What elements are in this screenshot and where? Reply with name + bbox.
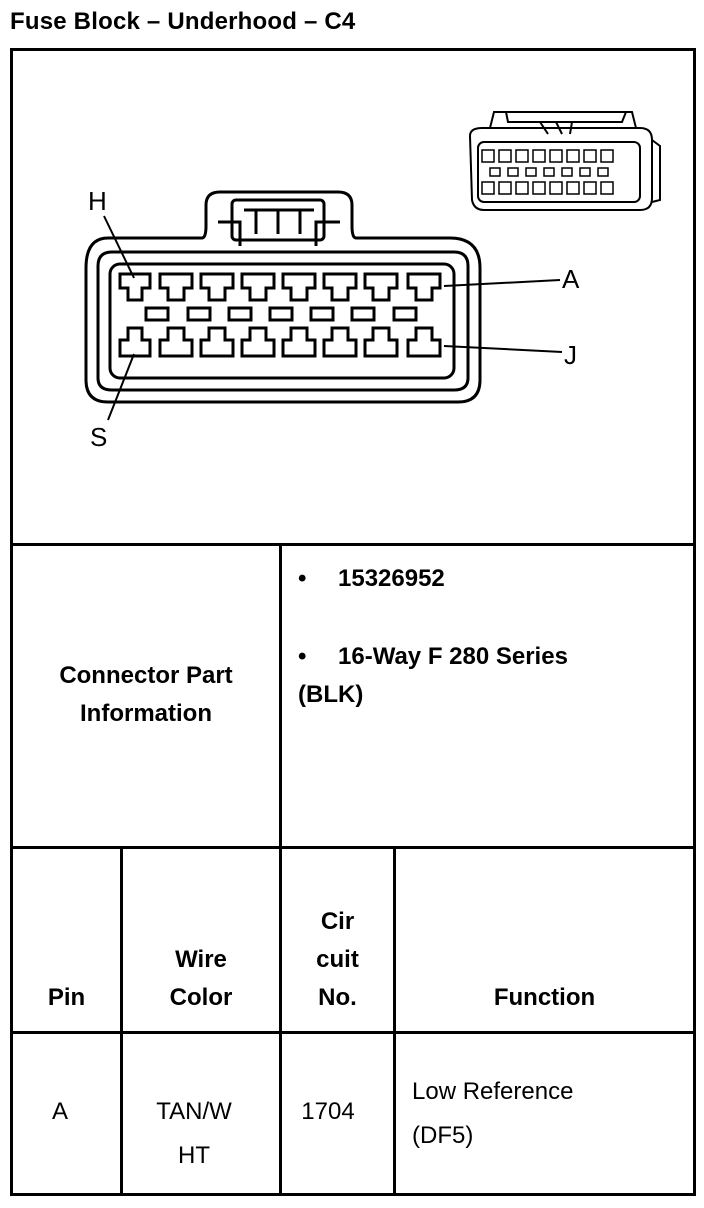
connector-info-heading-line2: Information [80,700,212,727]
row-wire-color-line2: HT [178,1142,210,1169]
header-function-label: Function [493,984,596,1011]
connector-info-heading-line1: Connector Part [59,662,233,689]
connector-outline [84,190,482,404]
bullet-icon: • [298,565,307,592]
connector-table-frame [10,48,696,1196]
divider [10,846,696,849]
header-function: Function [396,979,693,1017]
header-wire-color-line2: Color [169,984,233,1011]
header-circuit: Cir cuit No. [282,903,393,1017]
row-function-line1: Low Reference [412,1078,574,1105]
page-title: Fuse Block – Underhood – C4 [10,8,356,35]
divider [393,846,396,1196]
row-wire-color-line1: TAN/W [156,1098,232,1125]
connector-color: (BLK) [298,681,364,708]
row-pin: A [51,1098,68,1125]
header-pin: Pin [13,979,120,1017]
header-pin-label: Pin [47,984,86,1011]
header-wire-color: Wire Color [123,941,279,1017]
row-circuit: 1704 [301,1098,355,1125]
pin-label-h: H [88,186,107,216]
divider [120,846,123,1196]
bullet-icon: • [298,643,307,670]
header-circuit-line2: cuit [316,946,359,973]
divider [10,1031,696,1034]
header-circuit-line1: Cir [320,908,355,935]
connector-series: 16-Way F 280 Series [338,643,568,670]
terminal-cavities-bottom [118,326,442,358]
row-function-line2: (DF5) [412,1122,474,1149]
pin-label-s: S [90,422,107,452]
header-circuit-line3: No. [318,984,357,1011]
pin-label-a: A [562,264,580,294]
connector-info-heading: Connector Part Information [13,657,279,733]
pin-leader-lines [103,215,563,421]
connector-face-diagram: H A J S [84,111,661,452]
row-function: Low Reference (DF5) [412,1070,573,1158]
divider [10,543,696,546]
connector-isometric-view [468,111,661,211]
divider [279,543,282,1196]
connector-series-item: • 16-Way F 280 Series (BLK) [298,638,568,714]
terminal-cavities-top [118,272,442,302]
part-number-item: • 15326952 [298,560,445,598]
header-wire-color-line1: Wire [175,946,227,973]
row-wire-color: TAN/W HT [123,1090,265,1178]
part-number: 15326952 [338,565,445,592]
pin-label-j: J [564,340,577,370]
terminal-locks [144,306,418,322]
